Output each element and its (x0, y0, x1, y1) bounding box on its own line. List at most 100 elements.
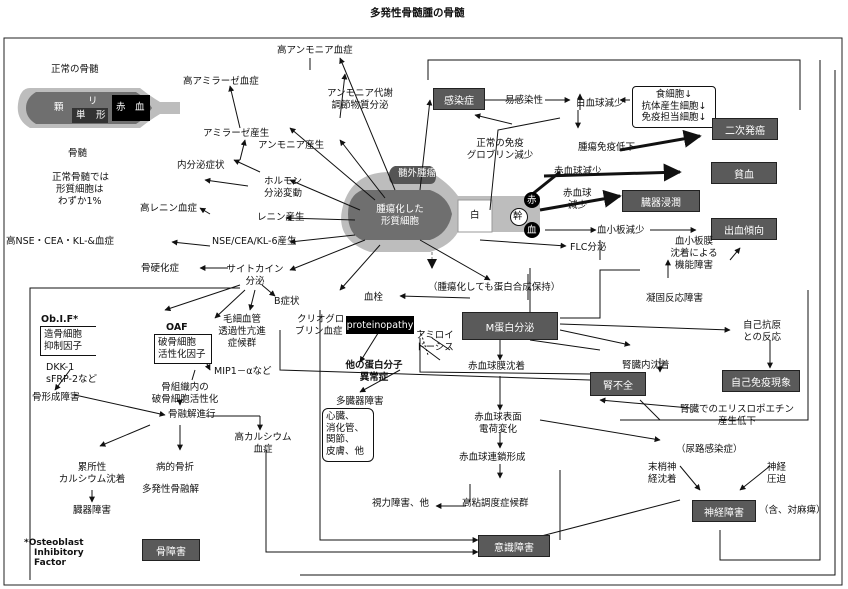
node-renin: レニン産生 (257, 212, 305, 224)
node-peripheral-1: 末梢神 (648, 462, 677, 474)
node-hyperammonemia: 高アンモニア血症 (277, 45, 353, 57)
node-ammonia-reg-1: アンモニア代謝 (322, 88, 398, 100)
immune-line-3: 免疫担当細胞↓ (636, 112, 712, 124)
node-endocrine: 内分泌症状 (177, 160, 225, 172)
node-renal-deposit: 腎臓内沈着 (622, 360, 670, 372)
node-osteoclast-1: 骨組織内の (140, 382, 230, 394)
node-capillary-2: 透過性亢進 (212, 326, 272, 338)
normal-seg-mono: 単 (76, 110, 86, 122)
node-tumor-immuno: 腫瘍免疫低下 (578, 142, 635, 154)
node-paraplegia: （含、対麻痺） (759, 505, 826, 517)
normal-seg-form: 形 (96, 110, 106, 122)
node-rbc-surface-2: 電荷変化 (468, 424, 528, 436)
node-hyperviscosity: 高粘調度症候群 (462, 498, 529, 510)
node-amyloid-2: ドーシス (416, 342, 454, 354)
node-osteosclerosis: 骨硬化症 (141, 263, 179, 275)
node-wbc-decrease: 白血球減少 (576, 98, 624, 110)
red-cell-label: 赤 (527, 195, 537, 207)
node-rbc-surface-1: 赤血球表面 (468, 412, 528, 424)
node-metastatic-1: 累所性 (52, 462, 132, 474)
node-osteoclast-2: 破骨細胞活性化 (140, 394, 230, 406)
organ-joint: 関節、 (326, 434, 370, 446)
node-autoantigen-1: 自己抗原 (730, 320, 794, 332)
box-infection: 感染症 (433, 88, 485, 110)
box-secondary-tumor: 二次発癌 (712, 118, 778, 140)
node-cryo-2: ブリン血症 (295, 326, 343, 338)
node-dkk-1: DKK-1 (46, 362, 74, 374)
node-ammonia-prod: アンモニア産生 (258, 140, 324, 152)
stem-cell-label: 幹 (513, 211, 523, 223)
node-amyloid-1: アミロイ (416, 330, 454, 342)
node-normal-immuno-1: 正常の免疫 (460, 138, 540, 150)
node-rbc-decrease2-1: 赤血球 (563, 188, 592, 200)
node-rbc-deposit: 赤血球膜沈着 (468, 361, 525, 373)
node-coag: 凝固反応障害 (646, 293, 703, 305)
oaf-line-2: 活性化因子 (158, 349, 208, 361)
box-autoimmune: 自己免疫現象 (722, 370, 800, 392)
node-normal-immuno-2: グロブリン減少 (460, 150, 540, 162)
organ-skin: 皮膚、他 (326, 446, 370, 458)
node-rouleaux: 赤血球連鎖形成 (459, 452, 526, 464)
node-dkk-2: sFRP-2など (46, 374, 97, 386)
normal-note-2: 形質細胞は (56, 184, 104, 196)
node-autoantigen-2: との反応 (730, 332, 794, 344)
node-peripheral-2: 経沈着 (648, 474, 677, 486)
organ-heart: 心臓、 (326, 411, 370, 423)
oaf-line-1: 破骨細胞 (158, 337, 208, 349)
normal-marrow-caption: 骨髄 (68, 148, 87, 160)
node-rbc-decrease2-2: 減少 (568, 200, 587, 212)
node-hormone-2: 分泌変動 (258, 188, 308, 200)
node-nse-prod: NSE/CEA/KL-6産生 (212, 236, 297, 248)
obif-line-1: 造骨細胞 (44, 329, 93, 341)
node-hypercalcemia-2: 血症 (226, 444, 300, 456)
node-vision: 視力障害、他 (372, 498, 429, 510)
tumor-cell-label-2: 形質細胞 (370, 216, 430, 228)
node-platelet-decrease: 血小板減少 (597, 225, 645, 237)
box-anemia: 貧血 (711, 162, 777, 184)
box-m-protein: M蛋白分泌 (462, 312, 558, 340)
node-fracture: 病的骨折 (156, 462, 194, 474)
immune-line-2: 抗体産生細胞↓ (636, 101, 712, 113)
box-proteinopathy: proteinopathy (346, 316, 414, 334)
obif-line-2: 抑制因子 (44, 341, 93, 353)
node-multiorgan: 多臓器障害 (336, 396, 384, 408)
box-consciousness: 意識障害 (478, 535, 550, 557)
node-hyperrenin: 高レニン血症 (140, 203, 197, 215)
node-organ-damage: 臓器障害 (73, 505, 111, 517)
node-epo-1: 腎臓でのエリスロポエチン (672, 404, 802, 416)
node-hypercalcemia-1: 高カルシウム (226, 432, 300, 444)
platelet-label: 血 (527, 225, 537, 237)
diagram-title: 多発性骨髄腫の骨髄 (370, 8, 465, 20)
node-amylase-prod: アミラーゼ産生 (203, 128, 269, 140)
node-hormone-1: ホルモン (258, 176, 308, 188)
box-bone-disorder: 骨障害 (142, 539, 200, 561)
box-nerve-disorder: 神経障害 (692, 500, 756, 522)
footnote-osteoblast-2: Inhibitory (34, 548, 84, 558)
node-nse-high: 高NSE・CEA・KL-&血症 (6, 236, 114, 248)
immune-line-1: 食細胞↓ (636, 89, 712, 101)
node-b-symptom: B症状 (274, 296, 300, 308)
node-cryo-1: クリオグロ (297, 314, 344, 326)
oaf-box: 破骨細胞 活性化因子 (154, 334, 212, 364)
node-obif-title: Ob.I.F* (41, 314, 78, 326)
node-nerve-comp-1: 神経 (767, 462, 786, 474)
obif-box: 造骨細胞 抑制因子 (40, 326, 96, 356)
organs-box: 心臓、 消化管、 関節、 皮膚、他 (322, 408, 374, 462)
extramedullary-badge: 髄外腫瘤 (398, 168, 436, 180)
organ-gi: 消化管、 (326, 423, 370, 435)
node-platelet-coating-2: 沈着による (664, 248, 724, 260)
footnote-osteoblast-3: Factor (34, 558, 66, 568)
normal-marrow-heading: 正常の骨髄 (51, 64, 99, 76)
node-protein-synth: （腫瘍化しても蛋白合成保持） (428, 282, 560, 294)
node-nerve-comp-2: 圧迫 (767, 474, 786, 486)
node-flc: FLC分泌 (570, 242, 606, 254)
node-oaf-title: OAF (166, 322, 188, 334)
node-platelet-coating-3: 機能障害 (664, 260, 724, 272)
node-capillary-3: 症候群 (212, 338, 272, 350)
box-renal-failure: 腎不全 (590, 372, 646, 396)
node-epo-2: 産生低下 (672, 416, 802, 428)
node-platelet-coating-1: 血小板膜 (664, 236, 724, 248)
node-metastatic-2: カルシウム沈着 (52, 474, 132, 486)
immune-cell-box: 食細胞↓ 抗体産生細胞↓ 免疫担当細胞↓ (632, 86, 716, 128)
